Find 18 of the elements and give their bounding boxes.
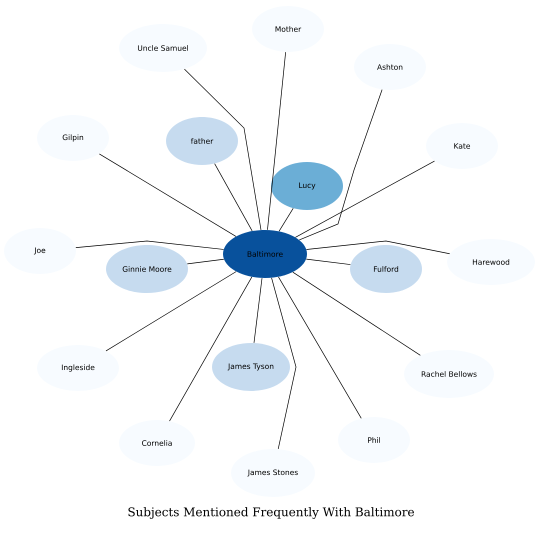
connector-line xyxy=(184,68,262,230)
connector-line xyxy=(186,258,224,264)
connector-line xyxy=(267,52,286,230)
connector-line xyxy=(169,276,252,422)
connector-line xyxy=(75,240,224,250)
connector-line xyxy=(295,160,435,238)
connector-line xyxy=(278,276,362,419)
connector-line xyxy=(106,271,236,352)
connector-line xyxy=(254,278,262,344)
connector-line xyxy=(306,240,450,254)
connector-line xyxy=(298,89,382,240)
connector-line xyxy=(99,154,236,237)
caption: Subjects Mentioned Frequently With Baltimore xyxy=(128,507,414,519)
connector-line xyxy=(278,208,294,232)
connector-line xyxy=(306,258,351,265)
connector-line xyxy=(292,272,421,356)
connector-line xyxy=(271,278,296,450)
connector-line xyxy=(214,163,252,232)
